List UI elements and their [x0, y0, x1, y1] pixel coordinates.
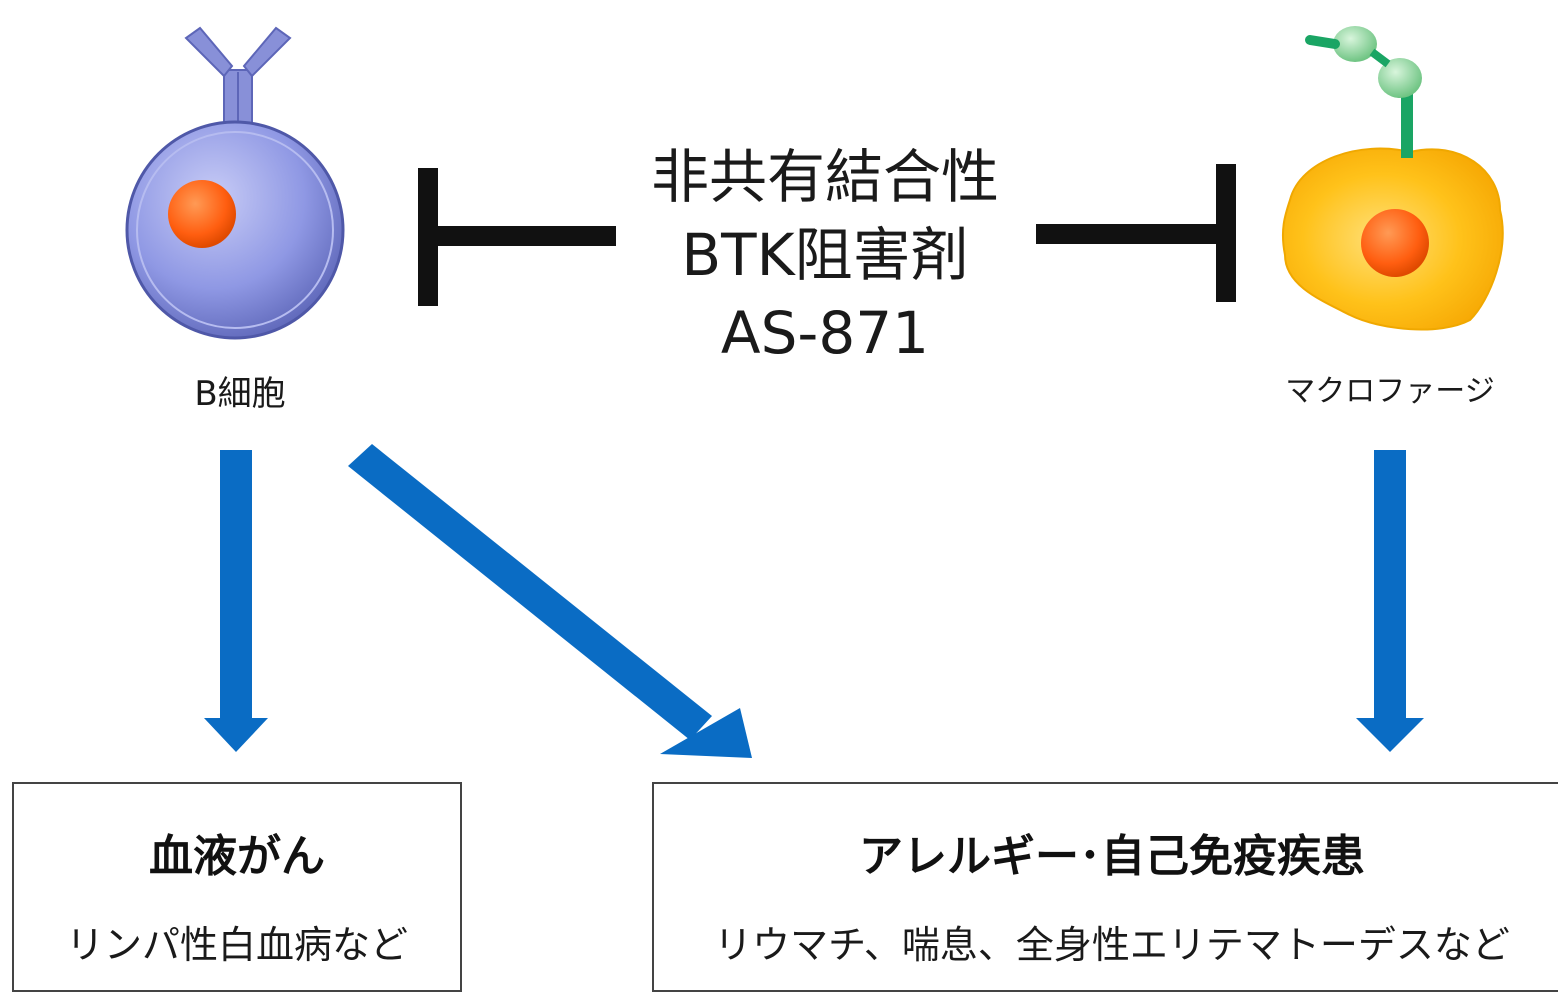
macrophage-label: マクロファージ	[1285, 374, 1495, 409]
allergy-autoimmune-examples: リウマチ、喘息、全身性エリテマトーデスなど	[714, 923, 1510, 967]
inhibition-left-icon	[418, 168, 616, 306]
inhibition-right-icon	[1036, 164, 1236, 302]
drug-name-line3: AS-871	[720, 299, 930, 367]
drug-name: 非共有結合性 BTK阻害剤 AS-871	[590, 138, 1060, 372]
blood-cancer-title: 血液がん	[149, 831, 325, 882]
drug-name-line1: 非共有結合性	[650, 143, 999, 211]
allergy-autoimmune-box: アレルギー･自己免疫疾患 リウマチ、喘息、全身性エリテマトーデスなど	[652, 782, 1558, 992]
allergy-autoimmune-title: アレルギー･自己免疫疾患	[859, 831, 1365, 882]
macrophage-icon	[1281, 26, 1504, 331]
b-cell-label: B細胞	[194, 374, 286, 414]
arrow-macrophage-to-autoimmune	[1356, 450, 1424, 752]
arrow-bcell-to-autoimmune	[348, 444, 752, 758]
b-cell-icon	[125, 26, 345, 340]
blood-cancer-box: 血液がん リンパ性白血病など	[12, 782, 462, 992]
blood-cancer-examples: リンパ性白血病など	[65, 923, 408, 967]
drug-name-line2: BTK阻害剤	[681, 221, 969, 289]
arrow-bcell-to-blood-cancer	[204, 450, 268, 752]
